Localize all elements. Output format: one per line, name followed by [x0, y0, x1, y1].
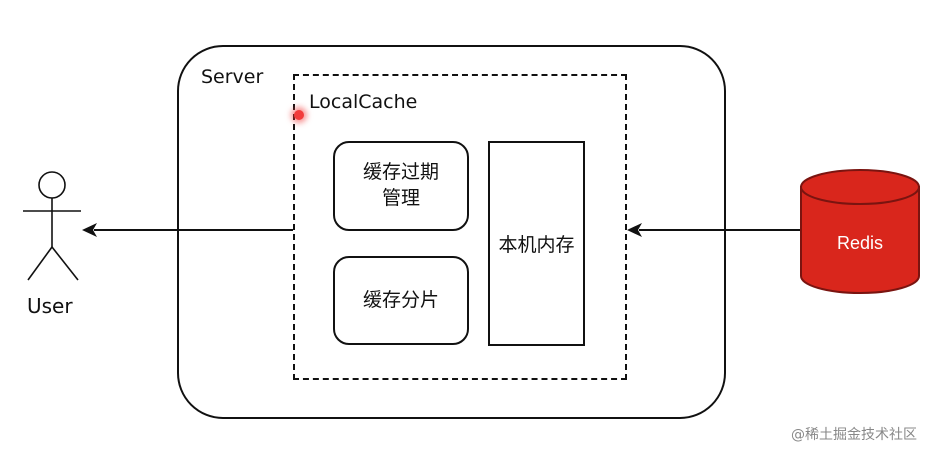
user-label: User: [27, 294, 73, 318]
arrow-redis-to-cache: [627, 223, 802, 237]
local-memory-box: 本机内存: [488, 141, 585, 346]
user-icon: [23, 171, 81, 281]
server-label: Server: [201, 66, 264, 88]
localcache-label: LocalCache: [309, 91, 418, 113]
redis-cylinder-icon: [800, 169, 920, 294]
local-memory-label: 本机内存: [498, 234, 575, 256]
cache-expiry-line2: 管理: [381, 187, 420, 209]
cache-shard-box: 缓存分片: [333, 256, 469, 345]
cache-shard-label: 缓存分片: [362, 288, 439, 311]
redis-label: Redis: [836, 233, 884, 253]
cursor-dot: [294, 110, 304, 120]
cache-expiry-label: 缓存过期 管理: [356, 160, 446, 211]
localcache-container: [293, 74, 627, 380]
cache-expiry-box: 缓存过期 管理: [333, 141, 469, 231]
arrow-cache-to-user: [82, 223, 293, 237]
footer-watermark: @稀土掘金技术社区: [791, 427, 917, 443]
cache-expiry-line1: 缓存过期: [362, 161, 439, 184]
server-container: [177, 45, 726, 419]
